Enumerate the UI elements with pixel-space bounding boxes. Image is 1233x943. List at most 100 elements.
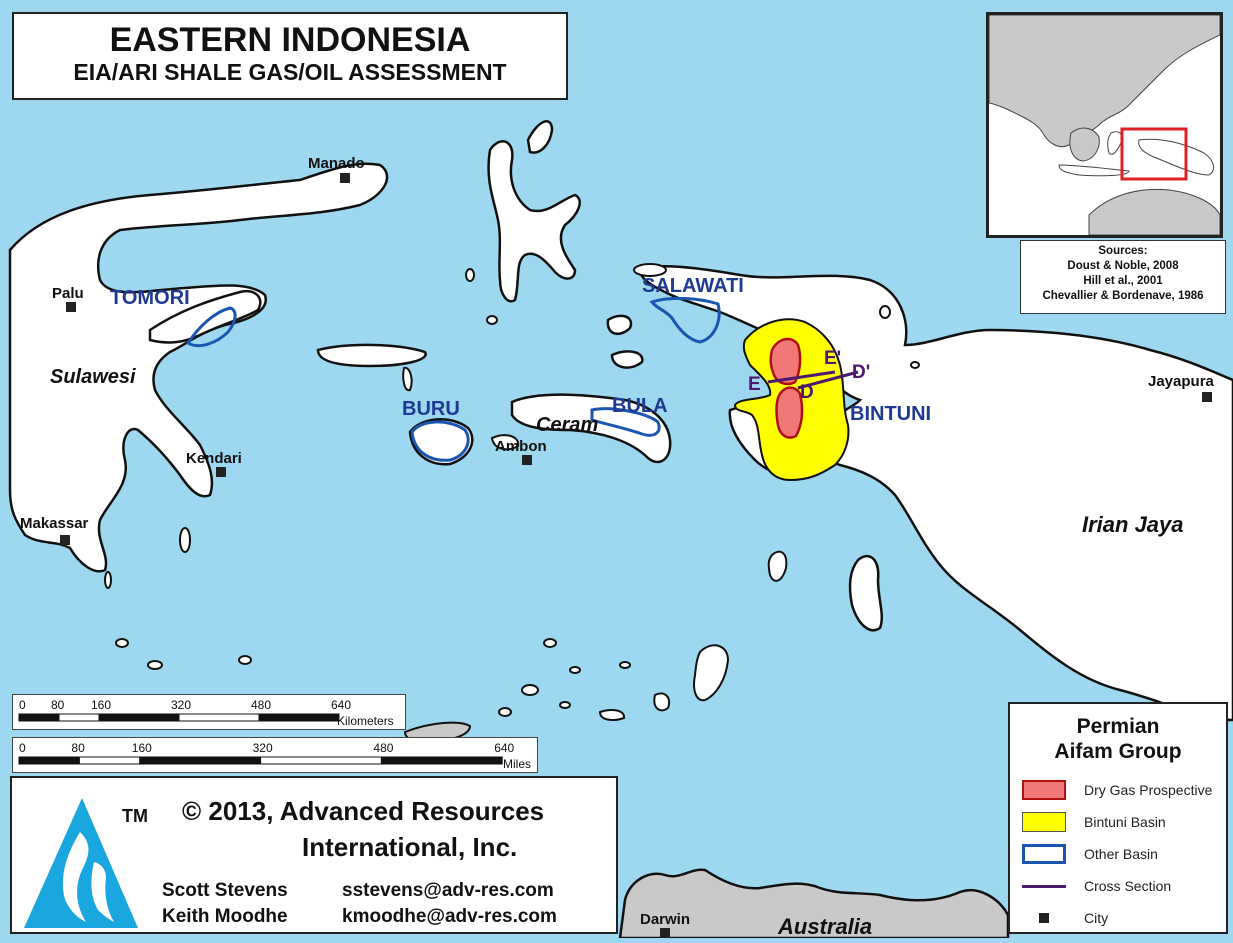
dry-gas-prospective-south bbox=[775, 386, 804, 439]
scale-segment bbox=[139, 756, 262, 765]
region-label-ceram: Ceram bbox=[536, 414, 598, 436]
cross-section-d bbox=[797, 370, 859, 390]
scale-segment bbox=[380, 756, 503, 765]
scale-segment bbox=[260, 756, 382, 765]
footer-box: TM © 2013, Advanced Resources Internatio… bbox=[10, 776, 618, 934]
city-label-kendari: Kendari bbox=[186, 450, 242, 467]
city-square-manado bbox=[340, 173, 350, 183]
basin-label-bintuni: BINTUNI bbox=[850, 403, 931, 425]
basin-label-buru: BURU bbox=[402, 398, 460, 420]
scale-segment bbox=[258, 713, 340, 722]
bacan-island bbox=[606, 314, 633, 336]
scale-tick-label: 80 bbox=[71, 741, 85, 755]
city-label-jayapura: Jayapura bbox=[1148, 373, 1215, 390]
legend-swatch-cross-section bbox=[1022, 885, 1066, 888]
ari-logo-icon bbox=[24, 798, 138, 928]
legend-swatch-dry-gas bbox=[1022, 780, 1066, 800]
scale-unit-kilometers: Kilometers bbox=[337, 714, 394, 728]
morotai-island bbox=[526, 120, 554, 154]
scale-tick-label: 640 bbox=[494, 741, 514, 755]
legend-item-city: City bbox=[1018, 906, 1224, 932]
legend-swatch-city-square bbox=[1039, 913, 1049, 923]
city-label-palu: Palu bbox=[52, 285, 84, 302]
legend-swatch-bintuni-basin bbox=[1022, 812, 1066, 832]
copyright-line-2: International, Inc. bbox=[302, 832, 518, 862]
sources-line: Hill et al., 2001 bbox=[1083, 275, 1163, 287]
city-label-manado: Manado bbox=[308, 155, 365, 172]
inset-area-box bbox=[1120, 127, 1188, 181]
inset-map-canvas bbox=[989, 15, 1220, 235]
author-email[interactable]: kmoodhe@adv-res.com bbox=[342, 906, 557, 927]
city-square-kendari bbox=[216, 467, 226, 477]
scale-segment bbox=[18, 756, 80, 765]
title-box: EASTERN INDONESIA EIA/ARI SHALE GAS/OIL … bbox=[12, 12, 568, 100]
scale-tick-label: 80 bbox=[51, 698, 65, 712]
scale-tick-label: 0 bbox=[19, 741, 26, 755]
legend-item-dry-gas: Dry Gas Prospective bbox=[1018, 778, 1224, 804]
author-name: Scott Stevens bbox=[162, 880, 288, 901]
aru-islands bbox=[848, 554, 884, 632]
city-square-jayapura bbox=[1202, 392, 1212, 402]
sources-box: Sources: Doust & Noble, 2008 Hill et al.… bbox=[1020, 240, 1226, 314]
bula-basin bbox=[590, 407, 661, 437]
ambon-island bbox=[490, 434, 520, 451]
city-label-makassar: Makassar bbox=[20, 515, 89, 532]
scale-segment bbox=[178, 713, 260, 722]
cross-section-label-e-prime: E' bbox=[824, 348, 841, 369]
copyright-line-1: © 2013, Advanced Resources bbox=[182, 796, 545, 826]
legend-swatch-other-basin bbox=[1022, 844, 1066, 864]
dry-gas-prospective-north bbox=[769, 337, 802, 386]
city-markers bbox=[60, 173, 1212, 938]
obi-island bbox=[610, 350, 644, 369]
scale-tick-label: 640 bbox=[331, 698, 351, 712]
sula-islands bbox=[316, 343, 427, 368]
author-name: Keith Moodhe bbox=[162, 906, 288, 927]
sulawesi-east-arm bbox=[148, 289, 262, 344]
halmahera-island bbox=[487, 140, 581, 303]
legend-title-line-1: Permian bbox=[1076, 715, 1160, 738]
legend-item-bintuni-basin: Bintuni Basin bbox=[1018, 810, 1224, 836]
city-square-makassar bbox=[60, 535, 70, 545]
scale-tick-label: 160 bbox=[91, 698, 111, 712]
city-square-ambon bbox=[522, 455, 532, 465]
kai-islands bbox=[767, 550, 788, 582]
scale-tick-label: 320 bbox=[253, 741, 273, 755]
basin-label-tomori: TOMORI bbox=[110, 287, 190, 309]
sources-line: Doust & Noble, 2008 bbox=[1067, 260, 1179, 272]
inset-new-guinea bbox=[1138, 138, 1215, 176]
scale-bar-kilometers: 0 80 160 320 480 640 Kilometers bbox=[12, 694, 406, 730]
legend-label: Cross Section bbox=[1084, 878, 1172, 894]
banggai-islet bbox=[402, 366, 413, 392]
region-label-irian-jaya: Irian Jaya bbox=[1082, 512, 1184, 537]
sources-heading: Sources: bbox=[1098, 245, 1148, 257]
city-label-darwin: Darwin bbox=[640, 911, 690, 928]
legend-label: Dry Gas Prospective bbox=[1084, 782, 1213, 798]
map-subtitle: EIA/ARI SHALE GAS/OIL ASSESSMENT bbox=[73, 59, 507, 85]
region-label-australia: Australia bbox=[777, 914, 872, 938]
trademark-mark: TM bbox=[122, 806, 148, 826]
wetar-island bbox=[598, 709, 625, 721]
cross-section-e bbox=[767, 370, 836, 384]
buru-basin bbox=[410, 420, 470, 462]
scale-tick-label: 320 bbox=[171, 698, 191, 712]
salawati-basin bbox=[649, 296, 721, 344]
inset-borneo bbox=[1069, 127, 1100, 162]
scale-tick-label: 480 bbox=[251, 698, 271, 712]
legend-item-other-basin: Other Basin bbox=[1018, 842, 1224, 868]
author-email[interactable]: sstevens@adv-res.com bbox=[342, 880, 554, 901]
small-islands bbox=[104, 263, 920, 717]
region-label-sulawesi: Sulawesi bbox=[50, 366, 136, 388]
scale-segment bbox=[98, 713, 180, 722]
buru-island bbox=[408, 418, 474, 466]
cross-section-label-e: E bbox=[748, 374, 761, 395]
scale-tick-label: 0 bbox=[19, 698, 26, 712]
inset-map bbox=[986, 12, 1223, 238]
inset-java bbox=[1058, 164, 1130, 177]
tomori-basin bbox=[185, 306, 237, 348]
scale-segment bbox=[78, 756, 141, 765]
legend-label: Bintuni Basin bbox=[1084, 814, 1166, 830]
basin-label-bula: BULA bbox=[612, 395, 668, 417]
scale-segment bbox=[58, 713, 100, 722]
